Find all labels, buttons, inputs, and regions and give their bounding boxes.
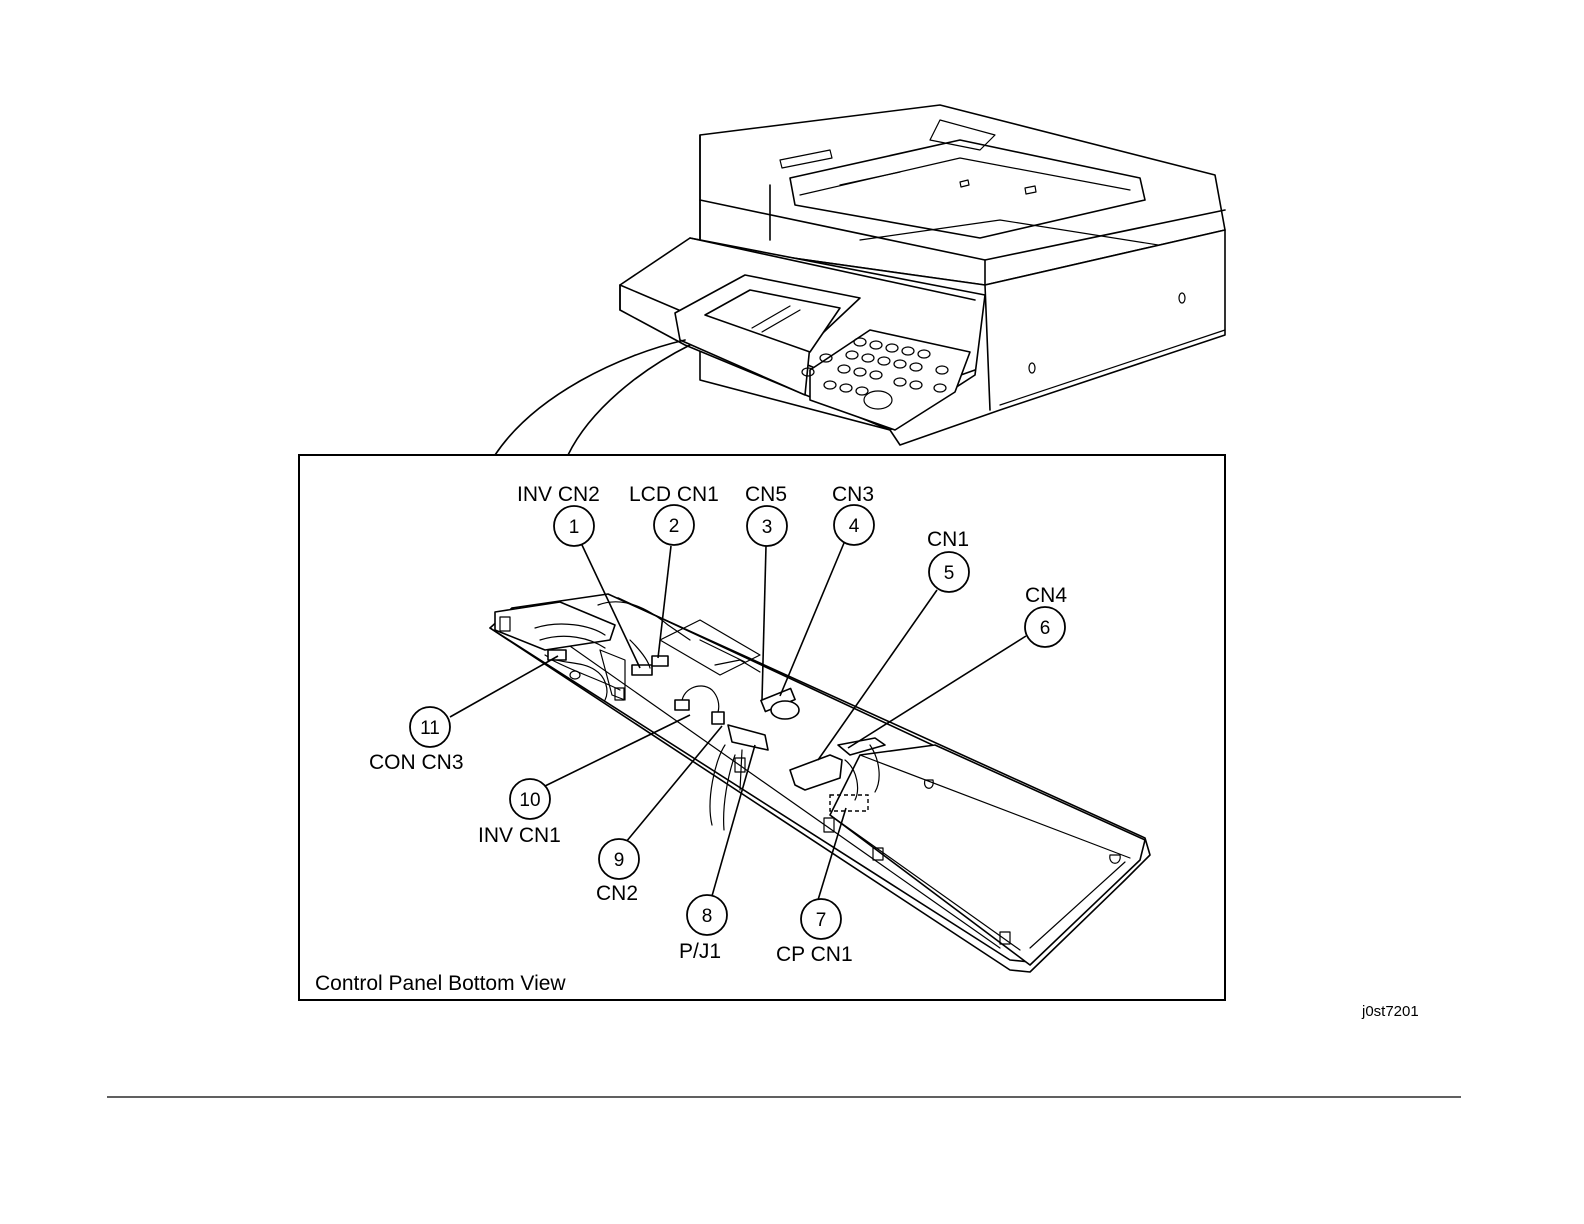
callout-number: 9 [614,850,625,871]
callout-label: CN5 [745,483,787,506]
callout-label: INV CN2 [517,483,600,506]
callout-label: INV CN1 [478,824,561,847]
callout-number: 4 [849,516,860,537]
callout-number: 11 [420,718,440,739]
callout-number: 2 [669,516,680,537]
callout-label: CON CN3 [369,751,464,774]
figure-reference: j0st7201 [1361,1003,1419,1020]
callout-4: 4 CN3 [832,483,874,545]
callout-number: 7 [816,910,827,931]
callout-label: CP CN1 [776,943,853,966]
callout-label: P/J1 [679,940,721,963]
callout-number: 5 [944,563,955,584]
callout-label: LCD CN1 [629,483,719,506]
callout-number: 8 [702,906,713,927]
callout-label: CN3 [832,483,874,506]
callout-6: 6 CN4 [1025,584,1067,647]
callout-number: 3 [762,517,773,538]
callout-3: 3 CN5 [745,483,787,546]
callout-number: 10 [519,790,540,811]
callout-5: 5 CN1 [927,528,969,592]
callout-number: 6 [1040,618,1051,639]
callout-label: CN1 [927,528,969,551]
zoom-lines [495,340,690,455]
machine-illustration [620,105,1225,445]
callout-number: 1 [569,517,580,538]
callout-label: CN4 [1025,584,1067,607]
view-caption: Control Panel Bottom View [315,972,566,995]
callout-label: CN2 [596,882,638,905]
